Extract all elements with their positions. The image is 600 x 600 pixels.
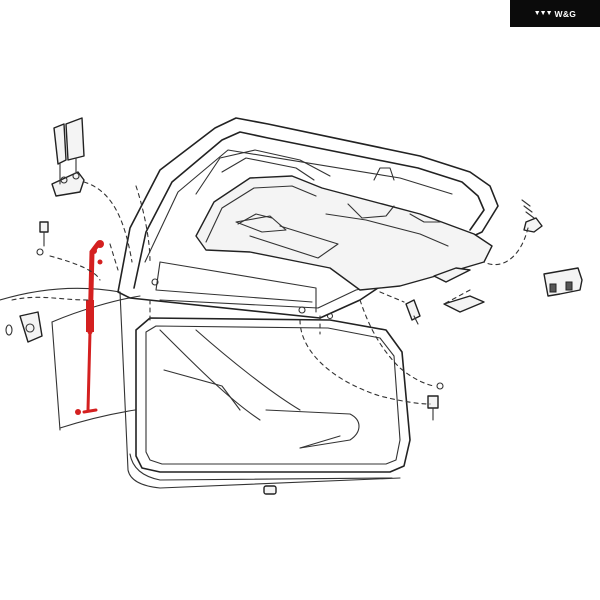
mounting-stud — [521, 199, 543, 233]
access-cover — [443, 295, 485, 313]
strut-bracket — [5, 311, 43, 343]
wing-mark-icon: ▼▼▼ — [533, 10, 553, 17]
leader-lines — [11, 181, 529, 405]
latch-striker — [543, 267, 583, 297]
brand-badge: ▼▼▼ W&G — [510, 0, 600, 27]
brand-logo-text: W&G — [554, 8, 577, 19]
mounting-bolt-center — [405, 299, 421, 325]
window-weatherstrip — [129, 453, 393, 495]
strut-ball-stud — [427, 382, 444, 421]
rear-window-glass — [135, 317, 411, 473]
gas-strut — [75, 240, 104, 415]
upper-hinge — [51, 117, 85, 197]
mounting-bolt — [36, 221, 49, 256]
body-opening — [0, 287, 401, 489]
liftgate-trim-panel — [195, 167, 493, 291]
